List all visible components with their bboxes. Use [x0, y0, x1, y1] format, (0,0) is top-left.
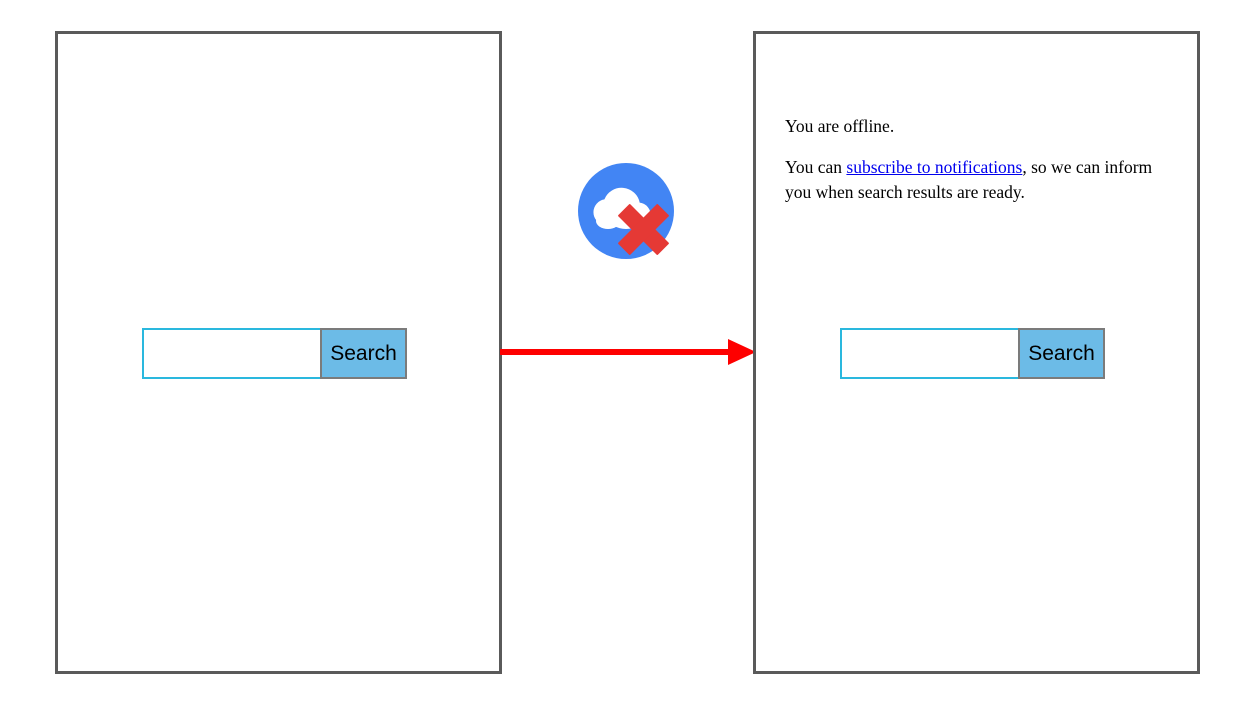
search-button[interactable]: Search [320, 328, 407, 379]
offline-status-text: You are offline. [785, 116, 895, 136]
transition-arrow [500, 333, 756, 371]
search-input[interactable] [142, 328, 320, 379]
arrow-head [728, 339, 756, 365]
offline-notification-text: You can subscribe to notifications, so w… [785, 155, 1181, 205]
search-widget-before: Search [142, 328, 407, 379]
search-widget-after: Search [840, 328, 1105, 379]
search-button[interactable]: Search [1018, 328, 1105, 379]
offline-message-block: You are offline. You can subscribe to no… [785, 114, 1181, 205]
notification-text-prefix: You can [785, 157, 847, 177]
search-input[interactable] [840, 328, 1018, 379]
before-state-panel: Search [55, 31, 502, 674]
notification-text-suffix: , so we can inform you when search resul… [785, 157, 1153, 202]
subscribe-to-notifications-link[interactable]: subscribe to notifications [846, 157, 1023, 177]
error-cross-icon [618, 204, 669, 255]
after-state-panel: You are offline. You can subscribe to no… [753, 31, 1200, 674]
cloud-offline-icon [578, 163, 678, 271]
